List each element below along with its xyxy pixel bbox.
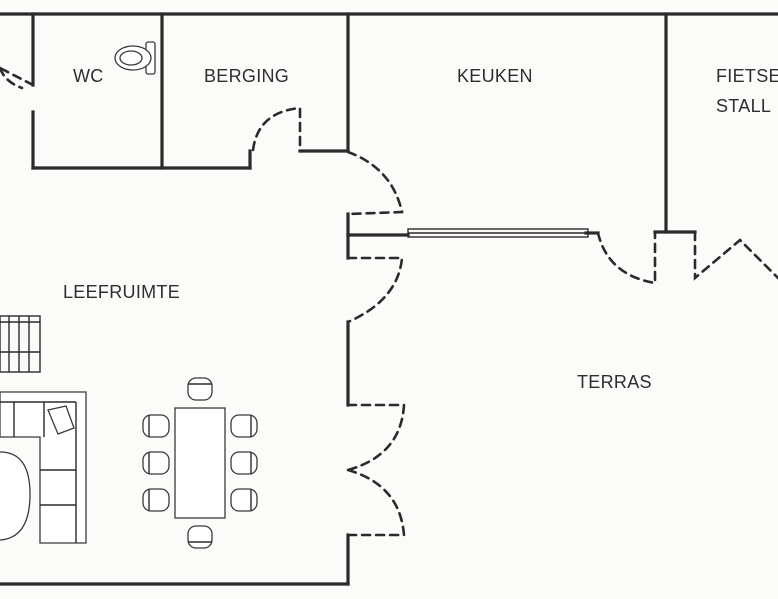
room-label-terras: TERRAS [577, 372, 652, 392]
door-fietsenstalling [693, 230, 778, 281]
toilet [114, 41, 156, 75]
kitchen-window [407, 228, 589, 238]
room-label-keuken: KEUKEN [457, 66, 533, 86]
dining-set [142, 377, 258, 549]
doors [0, 66, 778, 537]
door-wc [0, 66, 35, 90]
room-label-fietsenstalling-1: FIETSE [716, 66, 778, 86]
rack [0, 315, 41, 373]
door-keuken-terras [596, 230, 657, 285]
room-label-leefruimte: LEEFRUIMTE [63, 282, 180, 302]
door-terras-bottom [346, 468, 406, 537]
door-leefruimte [346, 256, 404, 324]
room-label-berging: BERGING [204, 66, 289, 86]
walls [0, 12, 778, 586]
room-label-wc: WC [73, 66, 104, 86]
corner-sofa [0, 391, 87, 544]
door-berging [251, 106, 302, 153]
room-label-fietsenstalling-2: STALL [716, 96, 771, 116]
door-terras-top [346, 403, 406, 472]
door-keuken [346, 150, 404, 216]
